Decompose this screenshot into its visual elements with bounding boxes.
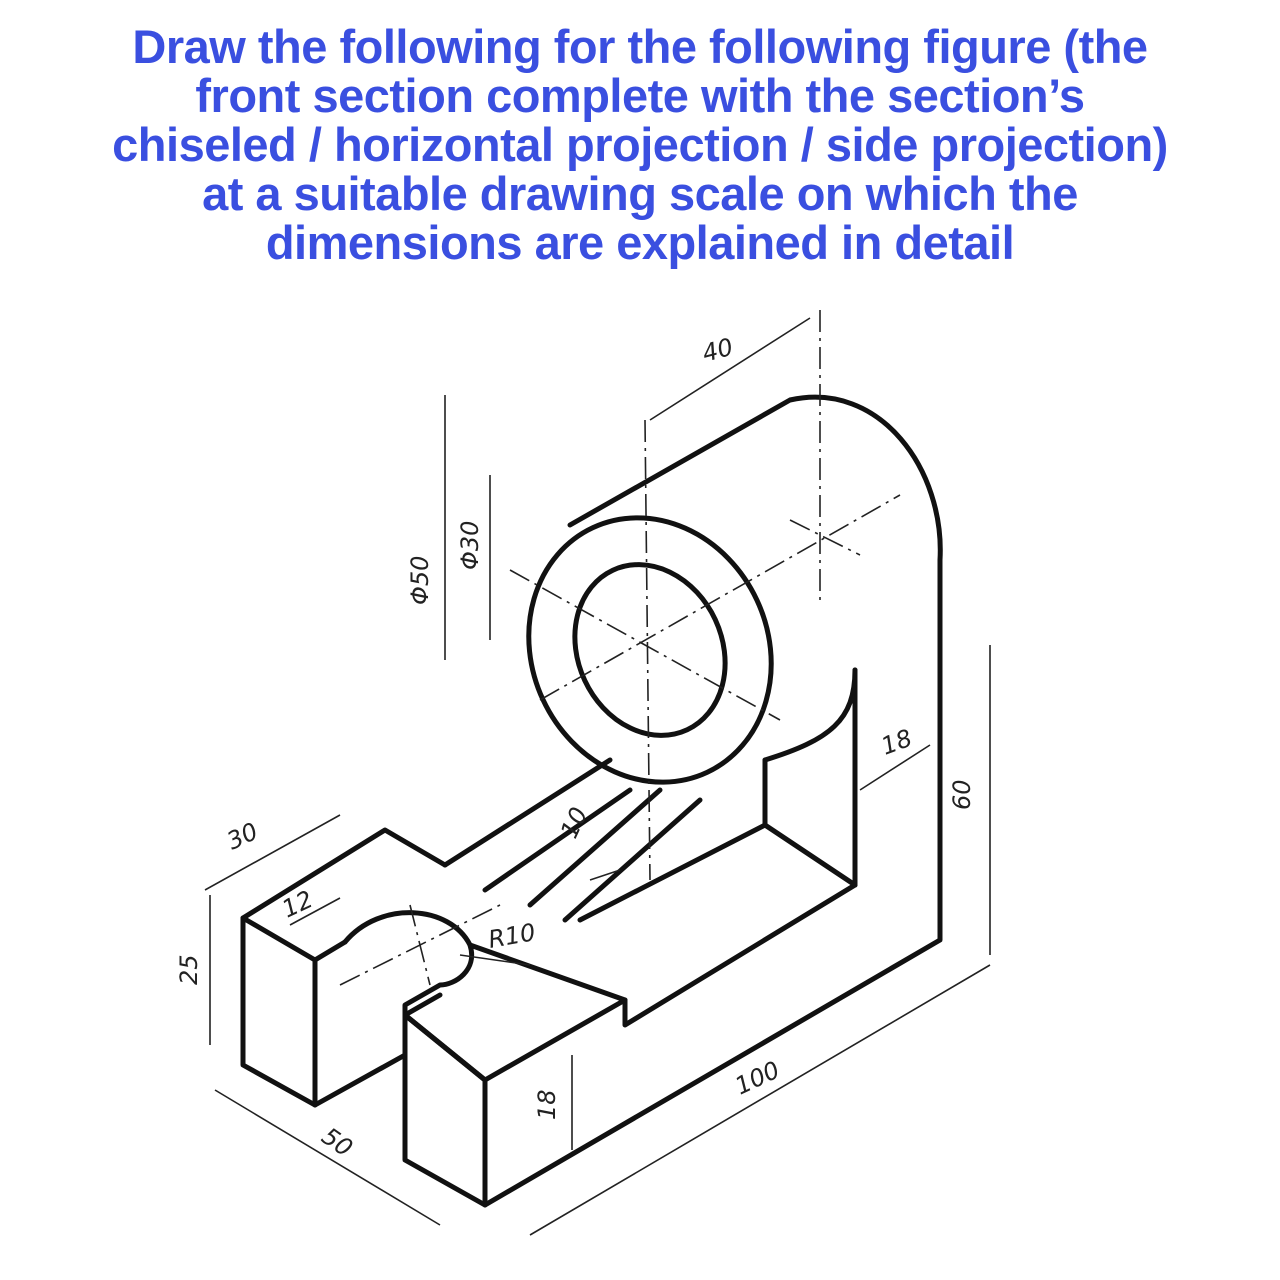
base-top-edge: [482, 882, 858, 1083]
lug-top-edge: [467, 942, 628, 1003]
title-line: dimensions are explained in detail: [265, 216, 1015, 269]
center-line: [409, 904, 431, 986]
dim-line: [649, 317, 811, 421]
rib-line: [442, 757, 613, 868]
right-lug-top: [402, 992, 488, 1083]
title-line: front section complete with the section’…: [195, 69, 1085, 122]
dim-label-60: 60: [948, 779, 976, 810]
left-block-top: [240, 827, 448, 921]
title-line: Draw the following for the following fig…: [132, 20, 1148, 73]
slot-arc: [342, 910, 475, 1018]
dimension-lines: [204, 317, 991, 1236]
center-line: [789, 519, 861, 556]
instruction-title: Draw the following for the following fig…: [20, 22, 1260, 267]
dim-label-18-web: 18: [877, 724, 915, 761]
cylinder-bore-circle: [572, 562, 728, 738]
base-front-face: [402, 1012, 488, 1208]
cylinder-outer-circle: [526, 515, 774, 785]
dim-line: [529, 964, 991, 1236]
cylinder-side-curve: [762, 667, 858, 763]
dim-line: [459, 954, 531, 966]
left-block-slot-edge: [312, 939, 348, 963]
title-line: chiseled / horizontal projection / side …: [112, 118, 1168, 171]
dim-label-30: 30: [223, 817, 263, 855]
center-line: [509, 569, 781, 721]
dim-line: [214, 1089, 441, 1226]
dim-label-dia30: Φ30: [456, 521, 484, 570]
dim-label-40: 40: [699, 333, 736, 368]
dim-line: [204, 814, 341, 891]
center-line: [644, 419, 651, 881]
dim-line: [589, 869, 621, 881]
center-lines: [339, 310, 901, 986]
dim-label-25: 25: [175, 954, 203, 985]
dim-label-100: 100: [731, 1056, 784, 1101]
cylinder-top-edge: [567, 394, 943, 673]
title-line: at a suitable drawing scale on which the: [202, 167, 1078, 220]
rib-line: [527, 787, 663, 908]
left-block-side: [312, 1052, 408, 1108]
center-line: [539, 494, 901, 701]
left-block-front: [240, 915, 318, 1108]
rib-line: [562, 797, 703, 923]
dim-label-r10: R10: [486, 918, 537, 954]
dim-label-dia50: Φ50: [406, 556, 434, 605]
dim-label-50: 50: [317, 1122, 358, 1162]
base-bottom-edge: [482, 917, 943, 1208]
dim-label-18-height: 18: [533, 1089, 561, 1120]
object-outline: [240, 394, 943, 1208]
rib-line: [482, 787, 633, 893]
dim-line: [859, 744, 931, 791]
dim-line: [289, 897, 341, 926]
